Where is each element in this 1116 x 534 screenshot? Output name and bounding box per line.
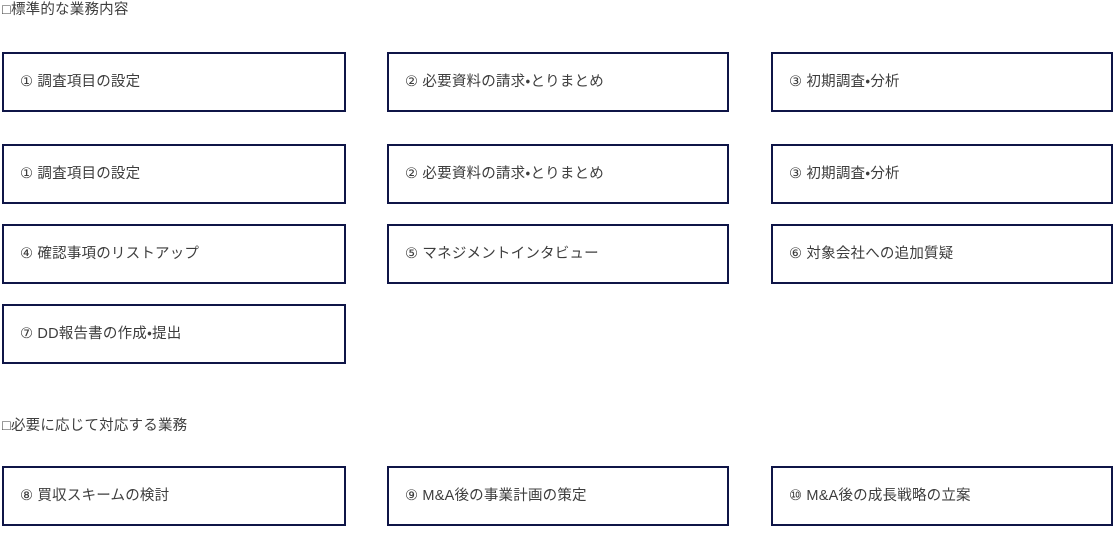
task-box-9[interactable]: ⑨ M&A後の事業計画の策定 bbox=[387, 466, 729, 526]
task-box-8-label: ⑧ 買収スキームの検討 bbox=[20, 488, 170, 504]
task-box-2[interactable]: ② 必要資料の請求・とりまとめ bbox=[387, 52, 729, 112]
task-row-2: ① 調査項目の設定 ② 必要資料の請求・とりまとめ ③ 初期調査・分析 bbox=[0, 144, 1116, 206]
task-box-8[interactable]: ⑧ 買収スキームの検討 bbox=[2, 466, 346, 526]
task-row-3: ④ 確認事項のリストアップ ⑤ マネジメントインタビュー ⑥ 対象会社への追加質… bbox=[0, 224, 1116, 286]
task-box-10-label: ⑩ M&A後の成長戦略の立案 bbox=[789, 488, 971, 504]
task-box-4-label: ④ 確認事項のリストアップ bbox=[20, 246, 200, 262]
task-box-2-label: ② 必要資料の請求・とりまとめ bbox=[405, 74, 604, 90]
task-box-3-repeat[interactable]: ③ 初期調査・分析 bbox=[771, 144, 1113, 204]
task-box-3[interactable]: ③ 初期調査・分析 bbox=[771, 52, 1113, 112]
task-box-2-repeat[interactable]: ② 必要資料の請求・とりまとめ bbox=[387, 144, 729, 204]
task-box-4[interactable]: ④ 確認事項のリストアップ bbox=[2, 224, 346, 284]
section-heading-standard: □標準的な業務内容 bbox=[2, 2, 129, 18]
task-row-1: ① 調査項目の設定 ② 必要資料の請求・とりまとめ ③ 初期調査・分析 bbox=[0, 52, 1116, 114]
task-box-2-repeat-label: ② 必要資料の請求・とりまとめ bbox=[405, 166, 604, 182]
task-box-3-label: ③ 初期調査・分析 bbox=[789, 74, 900, 90]
task-box-1[interactable]: ① 調査項目の設定 bbox=[2, 52, 346, 112]
task-box-1-repeat[interactable]: ① 調査項目の設定 bbox=[2, 144, 346, 204]
task-box-6-label: ⑥ 対象会社への追加質疑 bbox=[789, 246, 954, 262]
task-box-7-label: ⑦ DD報告書の作成・提出 bbox=[20, 326, 182, 342]
task-box-5-label: ⑤ マネジメントインタビュー bbox=[405, 246, 599, 262]
task-row-5: ⑧ 買収スキームの検討 ⑨ M&A後の事業計画の策定 ⑩ M&A後の成長戦略の立… bbox=[0, 466, 1116, 528]
task-row-4: ⑦ DD報告書の作成・提出 bbox=[0, 304, 1116, 366]
task-box-1-repeat-label: ① 調査項目の設定 bbox=[20, 166, 141, 182]
task-box-3-repeat-label: ③ 初期調査・分析 bbox=[789, 166, 900, 182]
task-box-6[interactable]: ⑥ 対象会社への追加質疑 bbox=[771, 224, 1113, 284]
task-box-9-label: ⑨ M&A後の事業計画の策定 bbox=[405, 488, 587, 504]
task-box-7[interactable]: ⑦ DD報告書の作成・提出 bbox=[2, 304, 346, 364]
task-box-5[interactable]: ⑤ マネジメントインタビュー bbox=[387, 224, 729, 284]
task-box-1-label: ① 調査項目の設定 bbox=[20, 74, 141, 90]
task-box-10[interactable]: ⑩ M&A後の成長戦略の立案 bbox=[771, 466, 1113, 526]
section-heading-optional: □必要に応じて対応する業務 bbox=[2, 418, 188, 434]
